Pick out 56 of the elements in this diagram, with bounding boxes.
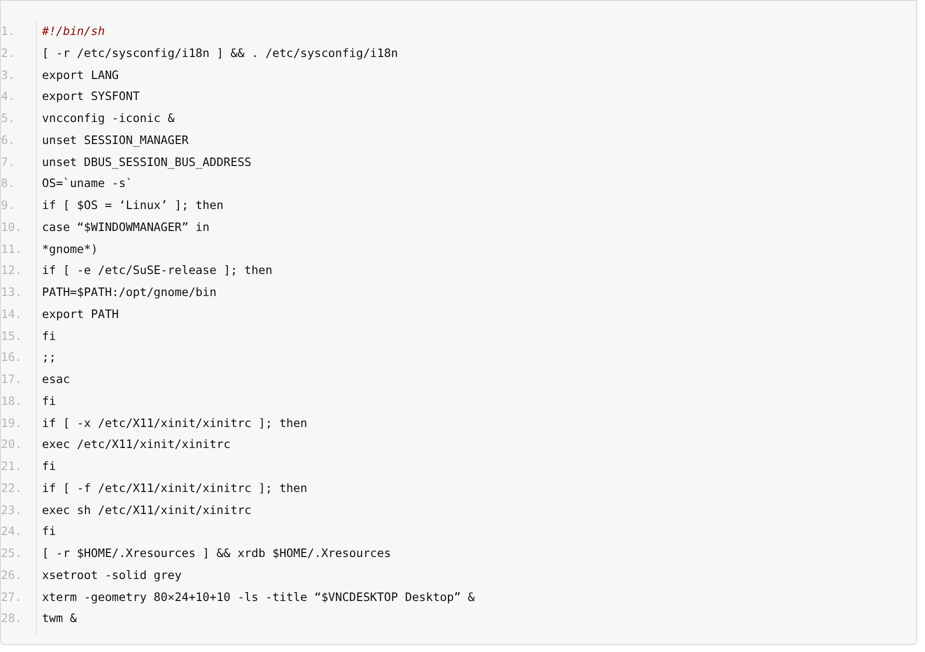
code-line: ;;	[42, 349, 56, 366]
code-line: [ -r /etc/sysconfig/i18n ] && . /etc/sysconfig/i18n	[42, 44, 398, 62]
line-number: 7.	[1, 154, 16, 170]
code-line: OS=`uname -s`	[42, 175, 133, 192]
code-line: vncconfig -iconic &	[42, 110, 175, 127]
line-number: 5.	[1, 110, 16, 127]
code-line: if [ -e /etc/SuSE-release ]; then	[42, 262, 272, 280]
line-number: 14.	[1, 306, 23, 323]
line-number: 8.	[1, 175, 16, 192]
line-number: 22.	[1, 480, 23, 497]
code-line: [ -r $HOME/.Xresources ] && xrdb $HOME/.Xresources	[42, 545, 392, 562]
line-number: 15.	[1, 328, 23, 344]
line-number: 17.	[1, 371, 23, 388]
code-line: #!/bin/sh	[42, 23, 105, 40]
line-number: 18.	[1, 392, 23, 410]
line-number: 24.	[1, 523, 23, 540]
line-number: 10.	[1, 218, 23, 236]
code-line: exec sh /etc/X11/xinit/xinitrc	[42, 502, 252, 518]
line-number: 2.	[1, 44, 16, 62]
code-line: fi	[42, 392, 56, 410]
line-number: 9.	[1, 197, 16, 214]
line-number: 23.	[1, 502, 23, 518]
code-line: *gnome*)	[42, 240, 98, 258]
code-line: exec /etc/X11/xinit/xinitrc	[42, 436, 230, 454]
line-number: 3.	[1, 66, 16, 84]
line-number: 20.	[1, 436, 23, 454]
code-line: if [ -x /etc/X11/xinit/xinitrc ]; then	[42, 414, 308, 432]
code-line: PATH=$PATH:/opt/gnome/bin	[42, 284, 217, 301]
code-line: if [ -f /etc/X11/xinit/xinitrc ]; then	[42, 480, 308, 497]
code-line: xsetroot -solid grey	[42, 566, 182, 584]
code-line: if [ $OS = ‘Linux’ ]; then	[42, 197, 224, 214]
line-number: 4.	[1, 88, 16, 106]
code-line: fi	[42, 523, 56, 540]
code-line: esac	[42, 371, 70, 388]
code-line: export LANG	[42, 66, 119, 84]
code-line: case “$WINDOWMANAGER” in	[42, 218, 210, 236]
code-line: export PATH	[42, 306, 119, 323]
line-number: 13.	[1, 284, 23, 301]
line-number: 26.	[1, 566, 23, 584]
code-line: fi	[42, 458, 56, 475]
line-number: 16.	[1, 349, 23, 366]
code-line: xterm -geometry 80×24+10+10 -ls -title “$VNCDESKTOP Desktop” &	[42, 588, 475, 606]
line-number: 19.	[1, 414, 23, 432]
code-line: unset SESSION_MANAGER	[42, 132, 189, 149]
line-number: 28.	[1, 610, 23, 628]
code-line: fi	[42, 328, 56, 344]
code-line: unset DBUS_SESSION_BUS_ADDRESS	[42, 154, 252, 171]
code-line: twm &	[42, 610, 77, 628]
line-number: 21.	[1, 458, 23, 475]
line-number: 1.	[1, 23, 16, 40]
line-number: 6.	[1, 132, 16, 149]
line-number: 25.	[1, 545, 23, 562]
code-line: export SYSFONT	[42, 88, 140, 106]
line-number: 27.	[1, 588, 23, 606]
line-number: 11.	[1, 240, 23, 258]
line-number: 12.	[1, 262, 23, 280]
